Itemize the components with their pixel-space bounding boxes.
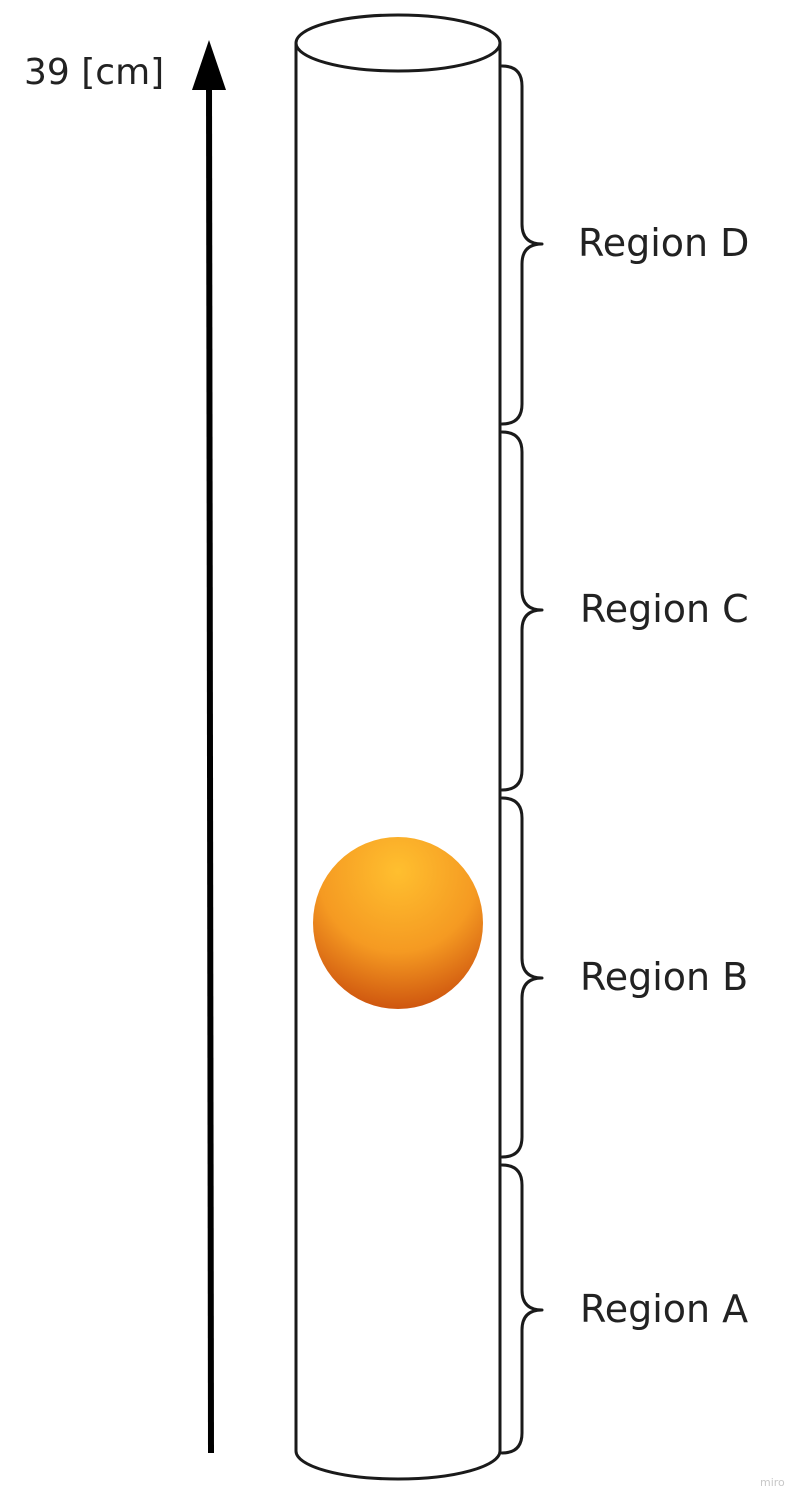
tube xyxy=(294,13,502,1481)
height-axis: 39 [cm] xyxy=(24,40,226,1454)
region-d-label: Region D xyxy=(578,221,749,265)
height-axis-arrowhead-icon xyxy=(192,40,226,90)
region-d-brace xyxy=(500,64,544,426)
miro-watermark: miro xyxy=(760,1476,785,1489)
height-axis-shaft xyxy=(206,79,214,1454)
region-b-brace xyxy=(500,796,544,1159)
region-c-label: Region C xyxy=(580,587,749,631)
ball xyxy=(313,837,483,1009)
tube-bottom-rim xyxy=(294,1450,502,1481)
height-axis-label: 39 [cm] xyxy=(24,52,164,93)
region-braces xyxy=(500,64,544,1455)
tube-top-rim xyxy=(294,13,502,73)
region-labels: Region D Region C Region B Region A xyxy=(578,221,749,1331)
region-a-brace xyxy=(500,1163,544,1455)
region-b-label: Region B xyxy=(580,955,748,999)
region-a-label: Region A xyxy=(580,1287,748,1331)
region-c-brace xyxy=(500,430,544,792)
